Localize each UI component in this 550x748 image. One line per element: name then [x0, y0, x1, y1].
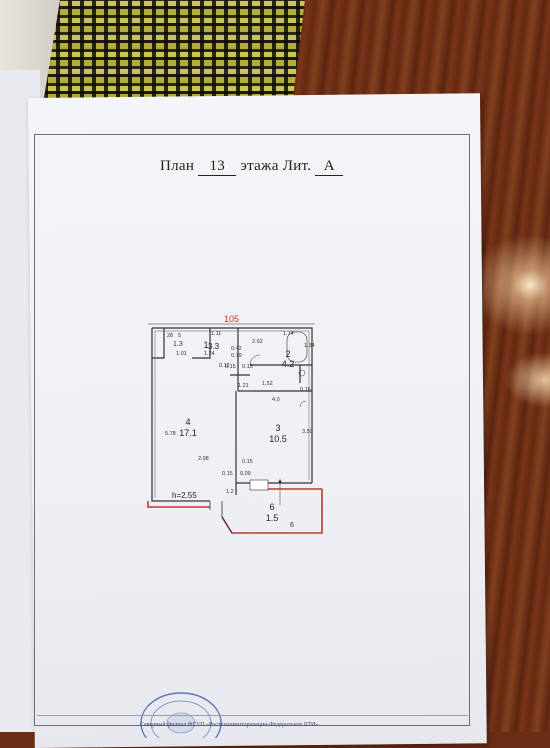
dim-5: 5 — [178, 333, 181, 339]
wall-room1-left — [152, 328, 165, 359]
ceiling-height: h=2.55 — [172, 491, 197, 500]
room-3-number: 3 — [275, 423, 280, 433]
apartment-floor-plan: 105 — [147, 314, 323, 534]
official-stamp — [140, 692, 222, 738]
dim-1-34: 1.34 — [304, 343, 315, 349]
room-1-area: 3.3 — [208, 342, 220, 351]
dim-0-15d: 0.15 — [222, 471, 233, 477]
dim-0-12: 0.12 — [219, 363, 230, 369]
wall-left-bottom — [151, 328, 210, 502]
balcony-label: 6 — [290, 522, 294, 529]
dim-2-62: 2.62 — [252, 339, 263, 345]
dim-0-09: 0.09 — [240, 471, 251, 477]
dim-1-52: 1.52 — [262, 381, 273, 387]
room-4-area: 17.1 — [179, 428, 197, 438]
bathtub-icon — [286, 331, 308, 363]
wall-room1-right — [192, 328, 211, 359]
door-swing-icon — [299, 400, 307, 408]
room-2-number: 2 — [285, 349, 290, 359]
dim-1-01: 1.01 — [176, 351, 187, 357]
room-2-area: 4.2 — [282, 359, 295, 369]
title-prefix: План — [160, 158, 195, 174]
door-swing-icon-2 — [249, 354, 261, 366]
dim-1-3: 1.3 — [173, 341, 183, 348]
dim-0-79: 0.79 — [231, 353, 242, 359]
dim-5-78: 5.78 — [165, 431, 176, 437]
room-3-area: 10.5 — [269, 434, 287, 444]
dim-1-21: 1.21 — [238, 383, 249, 389]
organization-footer: Северный филиал ФГУП «Ростехинвентаризац… — [140, 722, 319, 728]
dim-4-0: 4.0 — [272, 397, 280, 403]
room-6-number: 6 — [269, 502, 274, 512]
room-6-area: 1.5 — [266, 513, 279, 523]
document-bottom-rule — [37, 715, 468, 716]
dim-0-15c: 0.15 — [242, 459, 253, 465]
walls — [151, 327, 313, 502]
room-1-number: 1 — [203, 340, 208, 350]
plan-title: План 13 этажа Лит. А — [160, 158, 344, 176]
room-4-number: 4 — [185, 417, 190, 427]
dim-2-98: 2.98 — [198, 456, 209, 462]
dim-1-2: 1.2 — [226, 489, 234, 495]
dim-1-24: 1.24 — [204, 351, 215, 357]
sink-icon — [298, 369, 306, 377]
dim-0-42: 0.42 — [231, 346, 242, 352]
dim-1-11: 1.11 — [211, 331, 221, 337]
dim-0-15a: 0.15 — [225, 364, 236, 370]
title-letter: А — [315, 158, 344, 176]
wall-top-right — [152, 327, 313, 483]
dim-0-16: 0.16 — [300, 387, 311, 393]
dim-3-50: 3.50 — [302, 429, 313, 435]
document-border — [34, 134, 470, 726]
balcony-door — [249, 479, 269, 491]
dim-0-15b: 0.15 — [242, 364, 253, 370]
dim-1-74: 1.74 — [283, 331, 294, 337]
title-floor-number: 13 — [198, 158, 237, 176]
dim-28: 28 — [167, 333, 173, 339]
overall-dimension: 105 — [224, 314, 239, 324]
title-middle: этажа Лит. — [240, 158, 312, 174]
